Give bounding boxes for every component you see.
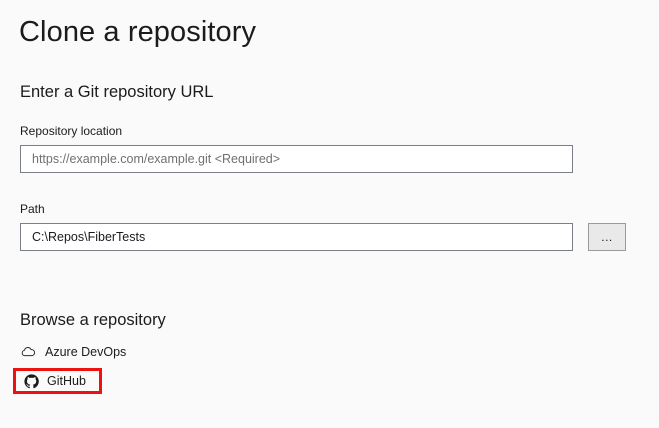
browse-section-heading: Browse a repository [20,311,166,329]
repository-location-input[interactable] [20,145,573,173]
path-label: Path [20,202,45,216]
provider-item-azure-devops[interactable]: Azure DevOps [20,342,126,362]
browse-folder-button[interactable]: ... [588,223,626,251]
cloud-icon [20,344,36,360]
page-title: Clone a repository [19,16,257,48]
provider-item-github[interactable]: GitHub [13,368,102,394]
path-input[interactable] [20,223,573,251]
github-icon [23,373,39,389]
repository-location-label: Repository location [20,124,123,138]
provider-label-azure-devops: Azure DevOps [45,345,127,359]
url-section-heading: Enter a Git repository URL [20,83,214,101]
provider-label-github: GitHub [47,374,86,388]
